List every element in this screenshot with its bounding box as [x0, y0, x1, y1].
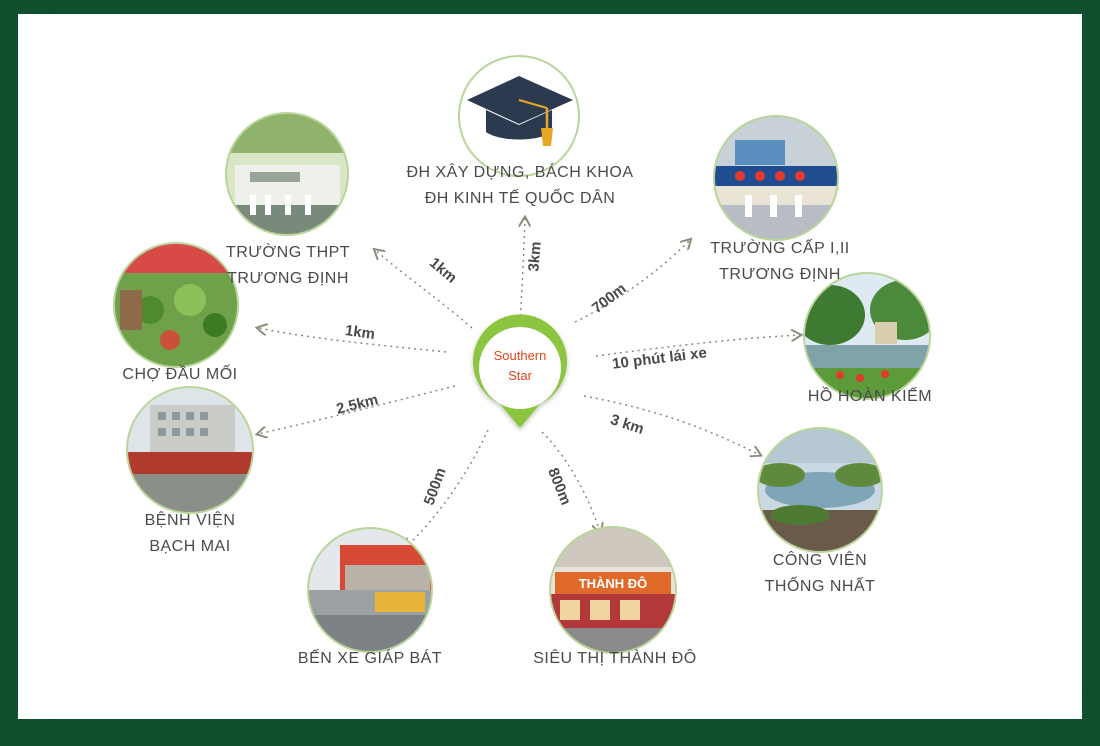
label-cho-dau-moi: CHỢ ĐẦU MỐI — [90, 362, 270, 388]
label-ho-hoan-kiem: HỒ HOÀN KIẾM — [780, 384, 960, 410]
southern-star-pin — [472, 314, 567, 428]
distance-university: 3km — [525, 240, 545, 273]
label-benh-vien-line1: BỆNH VIỆN — [144, 512, 236, 529]
label-sieu-thi: SIÊU THỊ THÀNH ĐÔ — [510, 646, 720, 672]
label-cho-dau-moi-line1: CHỢ ĐẦU MỐI — [122, 366, 238, 383]
label-university: ĐH XÂY DỰNG, BÁCH KHOA ĐH KINH TẾ QUỐC D… — [380, 160, 660, 212]
sieu-thi-sign: THÀNH ĐÔ — [579, 576, 648, 591]
ben-xe-photo — [307, 527, 433, 653]
label-cong-vien-line1: CÔNG VIÊN — [772, 552, 868, 569]
truong-thpt-photo — [225, 112, 349, 236]
southern-star-label: Southern Star — [470, 346, 570, 386]
sieu-thi-photo: THÀNH ĐÔ — [549, 526, 677, 654]
arrow-cho-dau-moi — [258, 328, 447, 353]
label-benh-vien-line2: BẠCH MAI — [149, 538, 231, 555]
label-sieu-thi-line1: SIÊU THỊ THÀNH ĐÔ — [533, 650, 697, 667]
center-line-1: Southern — [493, 348, 547, 363]
label-truong-thpt-line2: TRƯƠNG ĐỊNH — [227, 270, 349, 287]
truong-cap-photo — [713, 115, 839, 241]
label-ho-hoan-kiem-line1: HỒ HOÀN KIẾM — [807, 388, 933, 405]
cong-vien-photo — [757, 427, 883, 553]
label-ben-xe: BẾN XE GIÁP BÁT — [270, 646, 470, 672]
benh-vien-photo — [126, 386, 254, 514]
label-truong-cap-line1: TRƯỜNG CẤP I,II — [710, 240, 850, 257]
arrow-sieu-thi — [541, 431, 600, 532]
label-cong-vien-line2: THỐNG NHẤT — [764, 578, 876, 595]
arrow-truong-thpt — [375, 250, 473, 329]
ho-hoan-kiem-photo — [803, 272, 931, 400]
label-ben-xe-line1: BẾN XE GIÁP BÁT — [297, 650, 443, 667]
label-truong-cap-line2: TRƯƠNG ĐỊNH — [719, 266, 841, 283]
center-line-2: Star — [508, 368, 532, 383]
label-benh-vien: BỆNH VIỆN BẠCH MAI — [100, 508, 280, 560]
label-truong-thpt: TRƯỜNG THPT TRƯƠNG ĐỊNH — [198, 240, 378, 292]
arrow-ben-xe — [405, 429, 489, 548]
label-university-line2: ĐH KINH TẾ QUỐC DÂN — [424, 190, 616, 207]
arrow-truong-cap — [574, 240, 690, 323]
label-university-line1: ĐH XÂY DỰNG, BÁCH KHOA — [406, 164, 634, 181]
label-truong-thpt-line1: TRƯỜNG THPT — [225, 244, 351, 261]
graduation-cap-icon — [458, 55, 580, 177]
label-cong-vien: CÔNG VIÊN THỐNG NHẤT — [730, 548, 910, 600]
label-truong-cap: TRƯỜNG CẤP I,II TRƯƠNG ĐỊNH — [690, 236, 870, 288]
